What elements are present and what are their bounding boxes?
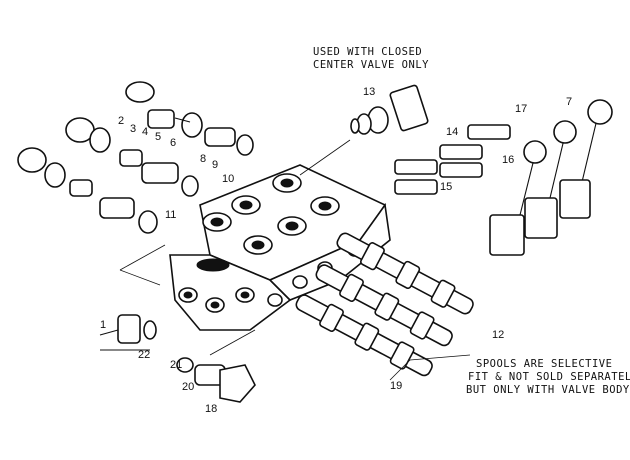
callout-3: 3 [130, 123, 136, 135]
spool-end-assembly-upper [125, 81, 254, 156]
note-spools-line1: SPOOLS ARE SELECTIVE [476, 358, 612, 370]
callout-8: 8 [200, 153, 206, 165]
linkage-brackets [394, 124, 511, 195]
callout-22: 22 [138, 349, 150, 361]
callout-20: 20 [182, 381, 194, 393]
callout-5: 5 [155, 131, 161, 143]
relief-fittings [99, 314, 256, 403]
note-closed-center-line1: USED WITH CLOSED [313, 46, 422, 58]
callout-12: 12 [492, 329, 504, 341]
callout-6: 6 [170, 137, 176, 149]
spools [295, 232, 474, 377]
callout-21: 21 [170, 359, 182, 371]
control-handles [489, 99, 613, 256]
callout-18: 18 [205, 403, 217, 415]
callout-9: 9 [212, 159, 218, 171]
spool-end-assembly-lower [17, 147, 158, 234]
note-closed-center-line2: CENTER VALVE ONLY [313, 59, 429, 71]
callout-15: 15 [440, 181, 452, 193]
spool-end-assembly-middle [65, 117, 199, 197]
callout-11: 11 [165, 209, 176, 221]
callout-13: 13 [363, 86, 375, 98]
closed-center-cartridge [350, 84, 429, 135]
callout-2: 2 [118, 115, 124, 127]
callout-10: 10 [222, 173, 234, 185]
note-spools-line3: BUT ONLY WITH VALVE BODY [466, 384, 630, 396]
callout-4: 4 [142, 126, 148, 138]
callout-1: 1 [100, 319, 106, 331]
note-spools-line2: FIT & NOT SOLD SEPARATELY [468, 371, 630, 383]
callout-7: 7 [566, 96, 572, 108]
callout-labels: 1 2 3 4 5 6 7 8 9 10 11 12 13 14 15 16 1… [100, 86, 572, 415]
callout-14: 14 [446, 126, 458, 138]
callout-17: 17 [515, 103, 527, 115]
callout-19: 19 [390, 380, 402, 392]
callout-16: 16 [502, 154, 514, 166]
